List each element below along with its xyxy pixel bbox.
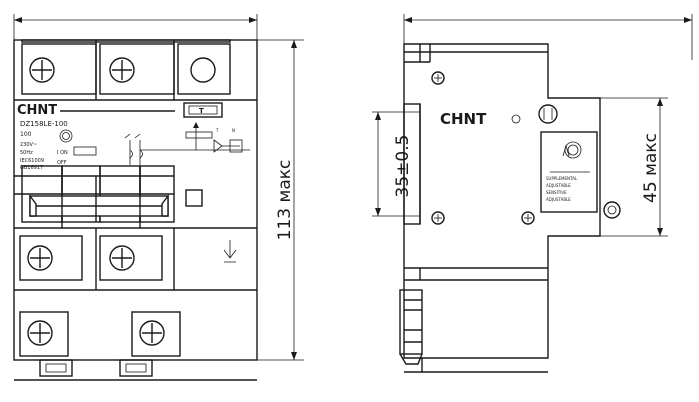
front-standard: IEC61009: [20, 158, 44, 164]
side-label-line: SUPPLEMENTAL: [546, 176, 578, 181]
din-clip: [119, 359, 153, 377]
certification-icon: [59, 129, 73, 143]
handle-pivot-icon: [538, 104, 558, 124]
front-standard-2: GB16917: [20, 165, 43, 171]
din-clip: [39, 359, 73, 377]
front-frequency: 50Hz: [20, 150, 33, 156]
adjust-dial-icon: [564, 141, 582, 159]
side-label-plate: [540, 131, 598, 213]
rail-dimension: 35±0.5: [393, 135, 413, 198]
front-view: CHNT DZ158LE-100 100 230V~ 50Hz IEC61009…: [13, 14, 304, 381]
depth-dimension: 45 макс: [641, 133, 661, 203]
svg-text:N: N: [232, 128, 235, 133]
ground-mark-icon: [223, 240, 237, 263]
height-dimension: 113 макс: [275, 160, 295, 241]
bottom-terminals: [14, 228, 257, 291]
top-terminals: [21, 39, 231, 100]
side-label-line: SENSITIVE: [546, 190, 567, 195]
front-off-label: OFF: [57, 160, 67, 166]
registered-icon: [511, 114, 521, 124]
screw-icon: [190, 57, 216, 83]
side-label-line: ADJUSTABLE: [546, 183, 571, 188]
front-on-label: I ON: [57, 150, 68, 156]
side-label-line: ADJUSTABLE: [546, 197, 571, 202]
side-brand: CHNT: [440, 110, 487, 128]
circuit-schematic-icon: T N: [124, 122, 250, 165]
svg-text:T: T: [215, 128, 219, 133]
indicator-window: [185, 189, 203, 207]
front-rating: 100: [20, 131, 32, 138]
front-voltage: 230V~: [20, 142, 37, 148]
side-view: 35±0.5 CHNT SUPPLEMENTAL ADJUSTABLE SENS…: [372, 14, 693, 373]
test-button[interactable]: [183, 102, 223, 118]
front-model: DZ158LE-100: [20, 120, 68, 128]
test-label: T: [199, 107, 204, 115]
front-brand: CHNT: [17, 103, 57, 118]
adjust-knob-icon: [603, 201, 621, 219]
side-clip: [399, 289, 423, 355]
toggle-handles[interactable]: [14, 165, 175, 228]
